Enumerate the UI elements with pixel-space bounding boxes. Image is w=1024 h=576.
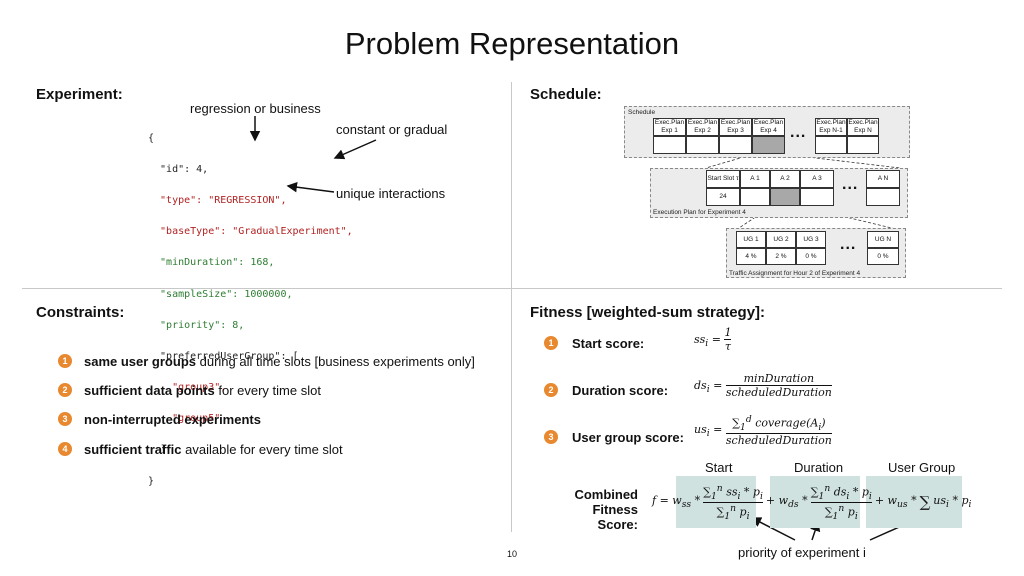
schedule-heading: Schedule: bbox=[530, 86, 602, 103]
exec-plan-slot-selected bbox=[752, 136, 785, 154]
constraints-heading: Constraints: bbox=[36, 304, 125, 321]
vertical-divider bbox=[511, 82, 512, 532]
slot-cell-selected bbox=[770, 188, 800, 206]
user-group-term-background bbox=[866, 476, 962, 528]
combined-formula: f = wss * ∑1n ssi * pi∑1n pi + wds * ∑1n… bbox=[652, 482, 972, 522]
exec-plan-cell: Exec.Plan Exp 4 bbox=[752, 118, 785, 136]
constraint-rest: during all time slots [business experime… bbox=[196, 354, 475, 369]
exec-plan-cell: Exec.Plan Exp 3 bbox=[719, 118, 752, 136]
user-group-value: 0 % bbox=[867, 248, 899, 265]
user-group-score-formula: usi = ∑1d coverage(Ai)scheduledDuration bbox=[694, 414, 832, 447]
fitness-heading: Fitness [weighted-sum strategy]: bbox=[530, 304, 766, 321]
experiment-heading: Experiment: bbox=[36, 86, 123, 103]
arrow-unique bbox=[286, 181, 335, 193]
slot-cell bbox=[800, 188, 834, 206]
exec-plan-slot bbox=[686, 136, 719, 154]
user-groups-ellipsis: ... bbox=[840, 236, 857, 253]
code-line: "type": "REGRESSION", bbox=[148, 194, 287, 206]
fitness-number: 2 bbox=[544, 383, 558, 397]
constraint-number: 1 bbox=[58, 354, 72, 368]
column-label-start: Start bbox=[705, 460, 733, 475]
combined-label-line1: Combined Fitness bbox=[574, 487, 638, 517]
priority-note: priority of experiment i bbox=[738, 545, 866, 560]
annotation-constant: constant or gradual bbox=[336, 122, 448, 137]
constraint-number: 2 bbox=[58, 383, 72, 397]
combined-label: Combined Fitness Score: bbox=[528, 487, 638, 532]
code-line: "sampleSize": 1000000, bbox=[148, 288, 293, 300]
slide-title: Problem Representation bbox=[344, 26, 680, 61]
code-line: ] bbox=[148, 444, 167, 456]
exec-plan-cell: Exec.Plan Exp 1 bbox=[653, 118, 686, 136]
combined-label-line2: Score: bbox=[597, 517, 638, 532]
page-number: 10 bbox=[507, 549, 518, 559]
arrow-priority-start bbox=[750, 517, 796, 541]
exec-plan-slot bbox=[653, 136, 686, 154]
code-line: "priority": 8, bbox=[148, 319, 245, 331]
horizontal-divider bbox=[22, 288, 1002, 289]
start-slot-value: 24 bbox=[706, 188, 740, 206]
constraint-number: 4 bbox=[58, 442, 72, 456]
user-group-header: UG 2 bbox=[766, 231, 796, 248]
slot-header: A N bbox=[866, 170, 900, 188]
experiment-json: { "id": 4, "type": "REGRESSION", "baseTy… bbox=[148, 115, 353, 505]
code-line: "id": 4, bbox=[148, 163, 209, 175]
duration-score-label: Duration score: bbox=[572, 383, 669, 398]
slot-cell bbox=[740, 188, 770, 206]
constraint-rest: available for every time slot bbox=[181, 442, 343, 457]
user-group-header: UG 3 bbox=[796, 231, 826, 248]
user-group-header: UG N bbox=[867, 231, 899, 248]
slot-header: A 1 bbox=[740, 170, 770, 188]
code-line: { bbox=[148, 132, 155, 144]
constraint-bold: sufficient data points bbox=[84, 383, 215, 398]
code-line: } bbox=[148, 475, 155, 487]
traffic-label: Traffic Assignment for Hour 2 of Experim… bbox=[729, 270, 861, 277]
fitness-number: 1 bbox=[544, 336, 558, 350]
code-line: "baseType": "GradualExperiment", bbox=[148, 226, 353, 238]
code-line: "minDuration": 168, bbox=[148, 257, 275, 269]
user-group-value: 2 % bbox=[766, 248, 796, 265]
constraint-bold: sufficient traffic bbox=[84, 442, 182, 457]
slots-ellipsis: ... bbox=[842, 176, 859, 193]
schedule-ellipsis: ... bbox=[790, 124, 807, 141]
exec-plan-cell: Exec.Plan Exp N bbox=[847, 118, 879, 136]
code-line: "preferredUserGroup": [ bbox=[148, 350, 299, 362]
user-group-value: 0 % bbox=[796, 248, 826, 265]
exec-plan-slot bbox=[847, 136, 879, 154]
user-group-value: 4 % bbox=[736, 248, 766, 265]
exec-plan-slot bbox=[815, 136, 847, 154]
exec-plan-slot bbox=[719, 136, 752, 154]
column-label-duration: Duration bbox=[794, 460, 844, 475]
start-score-label: Start score: bbox=[572, 336, 645, 351]
constraint-rest: for every time slot bbox=[214, 383, 321, 398]
code-line: "group5" bbox=[148, 413, 221, 425]
slot-cell bbox=[866, 188, 900, 206]
exec-plan-cell: Exec.Plan Exp 2 bbox=[686, 118, 719, 136]
start-slot-header: Start Slot τ bbox=[706, 170, 740, 188]
fitness-number: 3 bbox=[544, 430, 558, 444]
arrow-constant bbox=[333, 139, 377, 160]
execution-plan-label: Execution Plan for Experiment 4 bbox=[653, 209, 746, 216]
annotation-unique: unique interactions bbox=[336, 186, 446, 201]
constraint-bold: same user groups bbox=[84, 354, 196, 369]
slot-header: A 3 bbox=[800, 170, 834, 188]
annotation-regression: regression or business bbox=[190, 101, 321, 116]
user-group-score-label: User group score: bbox=[572, 430, 684, 445]
user-group-header: UG 1 bbox=[736, 231, 766, 248]
code-line: "group3", bbox=[148, 382, 227, 394]
constraint-bold: non-interrupted experiments bbox=[84, 412, 261, 427]
constraint-number: 3 bbox=[58, 412, 72, 426]
slot-header: A 2 bbox=[770, 170, 800, 188]
schedule-label: Schedule bbox=[628, 109, 656, 116]
exec-plan-cell: Exec.Plan Exp N-1 bbox=[815, 118, 847, 136]
column-label-user-group: User Group bbox=[888, 460, 956, 475]
